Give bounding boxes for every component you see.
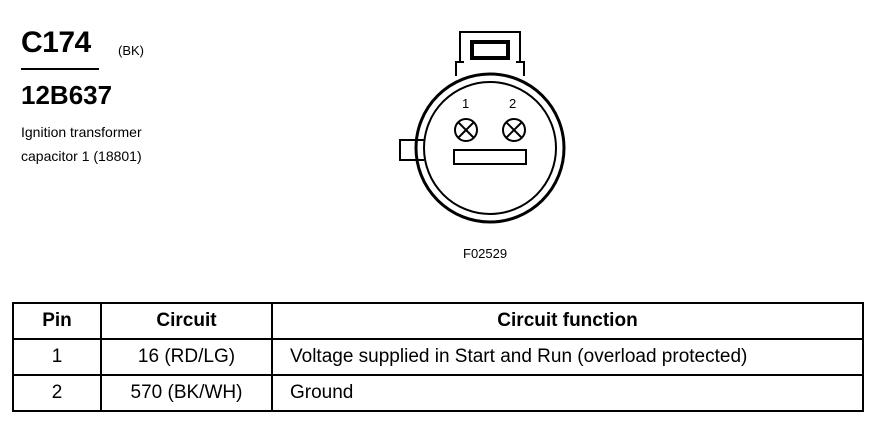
cell-circuit: 570 (BK/WH) [100,374,273,412]
connector-outer-shell [414,72,566,224]
pin-1-terminal [454,118,478,142]
pin-2-terminal [502,118,526,142]
cell-function: Ground [271,374,864,412]
table-header-row: Pin Circuit Circuit function [12,302,864,340]
cell-function: Voltage supplied in Start and Run (overl… [271,338,864,376]
keying-slot [453,149,527,165]
component-description-line1: Ignition transformer [21,124,142,140]
header-circuit: Circuit [100,302,273,340]
header-pin: Pin [12,302,102,340]
part-number: 12B637 [21,80,113,110]
pinout-table: Pin Circuit Circuit function 1 16 (RD/LG… [12,302,864,412]
connector-color-code: (BK) [118,43,144,58]
cell-pin: 2 [12,374,102,412]
header-circuit-function: Circuit function [271,302,864,340]
connector-face-diagram: 1 2 [399,31,566,224]
figure-id: F02529 [463,246,508,261]
connector-inner-face [423,81,557,215]
latch-window [470,40,510,60]
cell-pin: 1 [12,338,102,376]
connector-side-tab [399,139,424,161]
connector-latch [459,31,521,62]
component-description-line2: capacitor 1 (18801) [21,148,142,164]
pin-label-1: 1 [462,96,469,111]
connector-id: C174 [21,26,91,59]
table-row: 1 16 (RD/LG) Voltage supplied in Start a… [12,338,864,376]
title-underline [21,68,99,70]
table-row: 2 570 (BK/WH) Ground [12,374,864,412]
cell-circuit: 16 (RD/LG) [100,338,273,376]
pin-label-2: 2 [509,96,516,111]
